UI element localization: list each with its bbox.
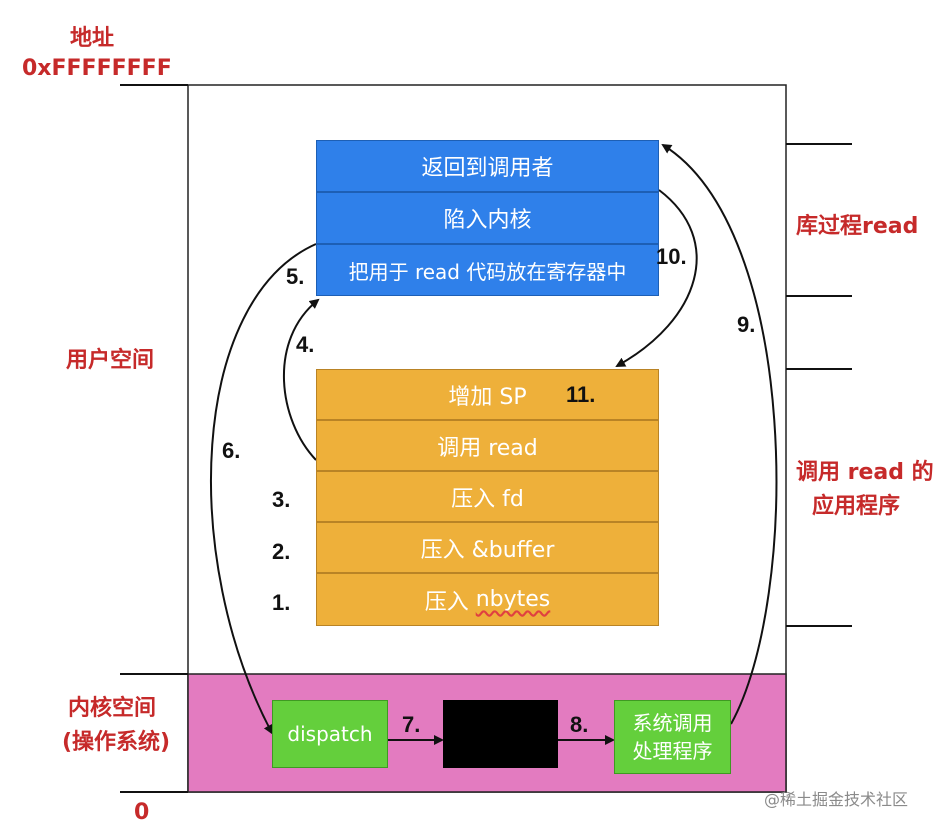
app-label-line1: 调用 read 的 xyxy=(796,460,934,485)
black-box xyxy=(443,700,558,768)
orange-row-label: 压入 fd xyxy=(451,486,524,512)
step-11-label: 11. xyxy=(566,382,596,407)
syscall-handler-line2: 处理程序 xyxy=(632,739,713,763)
arrow-step-4 xyxy=(282,298,320,461)
arrow-step-10 xyxy=(615,189,698,367)
syscall-handler-box: 系统调用 处理程序 xyxy=(614,700,731,774)
orange-row-push-buffer: 压入 &buffer xyxy=(316,522,659,573)
step-10-label: 10. xyxy=(656,244,687,269)
blue-row-put-code-register: 把用于 read 代码放在寄存器中 xyxy=(316,244,659,296)
dispatch-label: dispatch xyxy=(287,722,373,746)
step-6-label: 6. xyxy=(222,438,241,463)
step-9-label: 9. xyxy=(737,312,756,337)
arrow-step-9 xyxy=(661,143,778,725)
kernel-space-os-label: (操作系统) xyxy=(62,730,171,755)
step-2-label: 2. xyxy=(272,539,291,564)
step-3-label: 3. xyxy=(272,487,291,512)
step-5-label: 5. xyxy=(286,264,305,289)
blue-row-label: 陷入内核 xyxy=(443,208,532,233)
step-7-label: 7. xyxy=(402,712,421,737)
blue-row-trap-kernel: 陷入内核 xyxy=(316,192,659,244)
orange-row-label: 增加 SP xyxy=(448,384,527,410)
blue-row-return-to-caller: 返回到调用者 xyxy=(316,140,659,192)
orange-row-label: 调用 read xyxy=(437,435,538,461)
orange-row-increment-sp: 增加 SP xyxy=(316,369,659,420)
orange-row-label-nbytes: nbytes xyxy=(475,587,551,612)
address-label: 地址 xyxy=(70,26,115,51)
orange-row-call-read: 调用 read xyxy=(316,420,659,471)
blue-row-label: 返回到调用者 xyxy=(421,156,554,181)
orange-row-label: 压入 &buffer xyxy=(420,537,555,563)
kernel-space-label: 内核空间 xyxy=(68,696,157,721)
orange-row-push-fd: 压入 fd xyxy=(316,471,659,522)
orange-row-push-nbytes: 压入 nbytes xyxy=(316,573,659,626)
user-space-label: 用户空间 xyxy=(66,348,155,373)
app-label-line2: 应用程序 xyxy=(812,494,901,519)
dispatch-box: dispatch xyxy=(272,700,388,768)
address-high-label: 0xFFFFFFFF xyxy=(22,56,172,81)
step-4-label: 4. xyxy=(296,332,315,357)
orange-row-label-prefix: 压入 xyxy=(424,589,476,615)
arrow-step-6 xyxy=(209,243,317,735)
blue-row-label: 把用于 read 代码放在寄存器中 xyxy=(348,259,627,284)
address-low-label: 0 xyxy=(134,800,150,825)
syscall-handler-line1: 系统调用 xyxy=(632,711,713,735)
step-8-label: 8. xyxy=(570,712,589,737)
watermark: @稀土掘金技术社区 xyxy=(764,790,909,809)
step-1-label: 1. xyxy=(272,590,291,615)
library-procedure-label: 库过程read xyxy=(796,214,919,239)
